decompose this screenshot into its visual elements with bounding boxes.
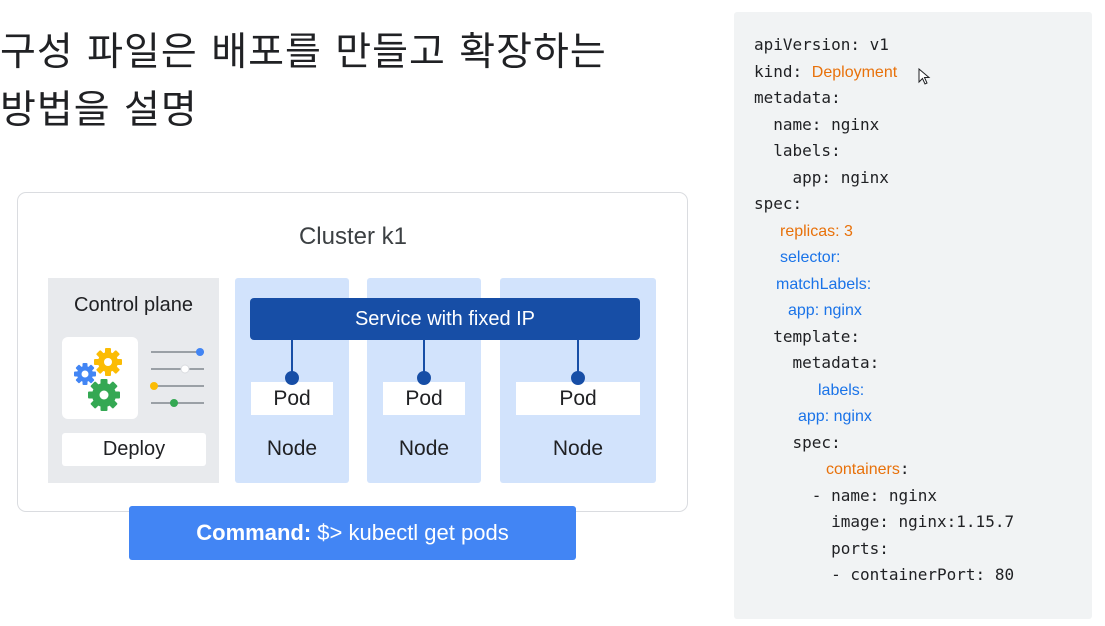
code-line: name: nginx — [754, 114, 880, 134]
pod-box-1: Pod — [251, 382, 333, 415]
pod-box-2: Pod — [383, 382, 465, 415]
code-line: - containerPort: 80 — [754, 565, 1015, 584]
code-line: - name: nginx — [754, 485, 938, 505]
cursor-icon — [918, 67, 932, 90]
code-line: labels: — [754, 377, 1014, 404]
code-line: image: nginx:1.15.7 — [754, 512, 1015, 531]
containers-line: containers — [826, 461, 900, 478]
node-label-2: Node — [398, 437, 450, 460]
code-line: apiVersion: v1 — [754, 35, 889, 54]
selector-line: selector: — [780, 249, 841, 266]
code-line: labels: — [754, 141, 841, 160]
sliders-icon — [148, 345, 208, 411]
code-line: ports: — [754, 538, 889, 558]
deploy-box: Deploy — [62, 433, 206, 466]
code-line: spec: — [754, 432, 841, 452]
code-line: matchLabels: — [754, 271, 1014, 298]
replicas-line: replicas: 3 — [780, 222, 853, 240]
slide-title: 구성 파일은 배포를 만들고 확장하는 방법을 설명 — [0, 24, 720, 140]
yaml-code: apiVersion: v1 kind: Deployment metadata… — [754, 32, 1014, 589]
service-bar: Service with fixed IP — [250, 298, 640, 340]
template-labels-line: labels: — [818, 381, 865, 399]
yaml-code-panel — [734, 12, 1092, 619]
kind-value: Deployment — [811, 63, 898, 81]
code-line: app: nginx — [754, 167, 889, 187]
service-connector-2 — [423, 340, 425, 376]
code-line: replicas: 3 — [754, 218, 1014, 245]
node-label-1: Node — [266, 437, 318, 460]
code-line: metadata: — [754, 353, 880, 372]
code-text: kind: — [754, 61, 812, 81]
pod-endpoint-dot-1 — [285, 371, 299, 385]
containers-colon: : — [899, 459, 910, 478]
cluster-title: Cluster k1 — [298, 223, 408, 250]
pod-endpoint-dot-2 — [417, 371, 431, 385]
control-plane-label: Control plane — [74, 294, 193, 316]
matchlabels-line: matchLabels: — [776, 275, 872, 293]
title-line-2: 방법을 설명 — [0, 88, 198, 133]
code-line: containers: — [754, 456, 1014, 483]
code-line: app: nginx — [754, 403, 1014, 430]
code-line: template: — [754, 326, 860, 346]
service-connector-1 — [291, 340, 293, 376]
command-prefix: Command: — [196, 520, 312, 545]
selector-app-line: app: nginx — [788, 302, 862, 319]
command-text: $> kubectl get pods — [317, 520, 509, 545]
node-label-3: Node — [552, 437, 604, 460]
pod-box-3: Pod — [516, 382, 640, 415]
code-line: selector: — [754, 244, 1014, 271]
code-line: spec: — [754, 194, 803, 213]
gears-icon — [62, 337, 138, 419]
command-box: Command: $> kubectl get pods — [129, 506, 576, 560]
service-connector-3 — [577, 340, 579, 376]
code-line: app: nginx — [754, 297, 1014, 324]
title-line-1: 구성 파일은 배포를 만들고 확장하는 — [0, 30, 607, 75]
code-line: kind: Deployment — [754, 59, 1014, 86]
pod-endpoint-dot-3 — [571, 371, 585, 385]
code-line: metadata: — [754, 88, 841, 107]
template-app-line: app: nginx — [798, 408, 872, 425]
